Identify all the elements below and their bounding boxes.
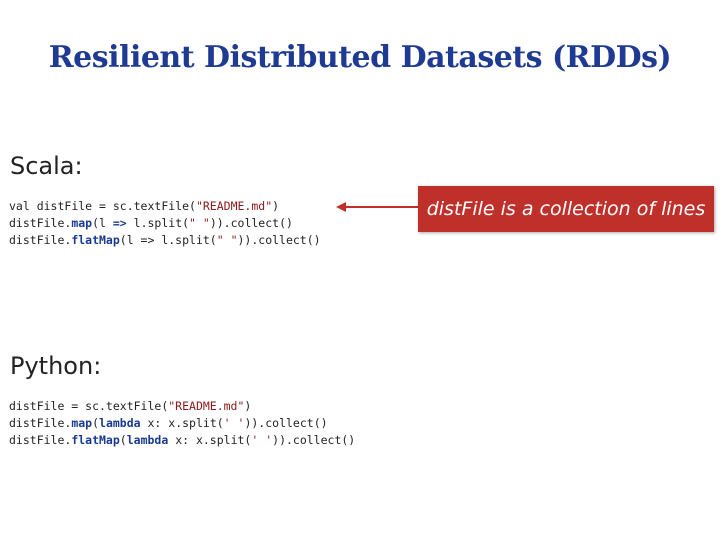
code-token: )).collect() <box>244 416 328 430</box>
code-keyword: => <box>112 216 127 230</box>
code-line: distFile.flatMap(lambda x: x.split(' '))… <box>9 432 355 449</box>
code-line: distFile = sc.textFile("README.md") <box>9 398 355 415</box>
code-token: File = sc.textFile( <box>64 199 196 213</box>
code-token: x: x.split( <box>140 416 224 430</box>
code-token: (l <box>92 216 113 230</box>
python-code-block: distFile = sc.textFile("README.md")distF… <box>9 398 355 449</box>
code-line: distFile.map(l => l.split(" ")).collect(… <box>9 215 321 232</box>
python-label: Python: <box>10 352 102 380</box>
code-string: ' ' <box>251 433 273 447</box>
code-token: ) <box>272 199 280 213</box>
code-keyword: map <box>71 416 93 430</box>
slide-title: Resilient Distributed Datasets (RDDs) <box>48 40 672 75</box>
code-token: ) <box>244 399 252 413</box>
code-token: ( <box>119 433 127 447</box>
code-token: x: x.split( <box>168 433 252 447</box>
code-keyword: lambda <box>126 433 169 447</box>
code-line: distFile.flatMap(l => l.split(" ")).coll… <box>9 232 321 249</box>
code-keyword: flatMap <box>71 433 120 447</box>
code-string: " " <box>189 216 210 230</box>
code-token: )).collect() <box>237 233 321 247</box>
code-line: distFile.map(lambda x: x.split(' ')).col… <box>9 415 355 432</box>
code-token: )).collect() <box>272 433 356 447</box>
code-token: distFile = sc.textFile( <box>9 399 169 413</box>
code-token: )).collect() <box>209 216 293 230</box>
code-string: "README.md" <box>168 399 245 413</box>
code-token: distFile. <box>9 416 72 430</box>
code-keyword: map <box>71 216 93 230</box>
code-string: " " <box>216 233 238 247</box>
code-token: l.split( <box>126 216 190 230</box>
scala-label: Scala: <box>10 152 83 180</box>
code-token: distFile. <box>9 433 72 447</box>
code-token: val dist <box>9 199 65 213</box>
code-token: distFile. <box>9 233 72 247</box>
code-string: "README.md" <box>195 199 273 213</box>
code-token: distFile. <box>9 216 72 230</box>
callout-text: distFile is a collection of lines <box>426 198 706 220</box>
code-token: (l => l.split( <box>119 233 217 247</box>
code-keyword: lambda <box>99 416 141 430</box>
code-keyword: flatMap <box>71 233 120 247</box>
scala-code-block: val distFile = sc.textFile("README.md")d… <box>9 198 321 249</box>
callout-box: distFile is a collection of lines <box>418 186 714 232</box>
code-line: val distFile = sc.textFile("README.md") <box>9 198 321 215</box>
code-string: ' ' <box>223 416 245 430</box>
arrow-icon <box>336 202 420 212</box>
code-token: ( <box>92 416 100 430</box>
